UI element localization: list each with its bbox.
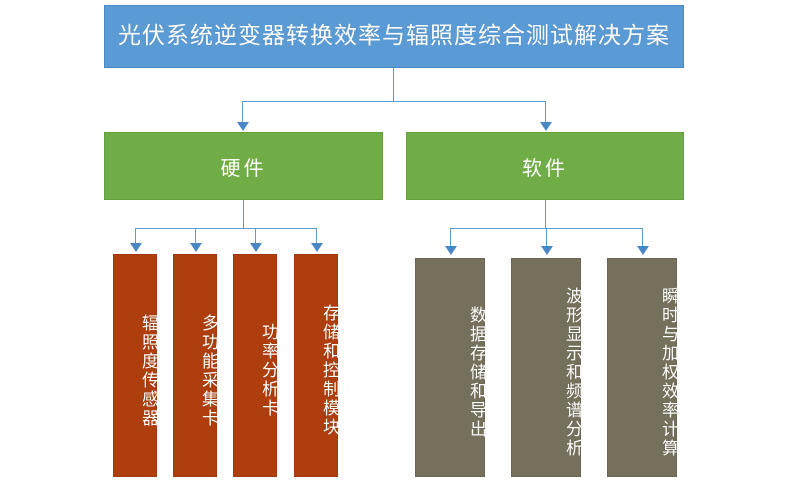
connector-hardware-stem	[243, 200, 244, 228]
connector-software-drop-0	[450, 228, 451, 247]
connector-hardware-drop-0	[135, 228, 136, 244]
connector-to-hardware	[242, 101, 243, 123]
arrow-software-0	[445, 246, 457, 255]
arrow-to-software	[540, 122, 552, 131]
arrow-software-1	[541, 246, 553, 255]
arrow-to-hardware	[237, 122, 249, 131]
branch-box-software: 软件	[406, 132, 684, 200]
connector-title-stem	[393, 68, 394, 101]
diagram-title-box: 光伏系统逆变器转换效率与辐照度综合测试解决方案	[104, 5, 684, 68]
leaf-box-hardware-0: 辐照度传感器	[113, 254, 158, 477]
arrow-hardware-2	[250, 243, 262, 252]
branch-box-hardware: 硬件	[104, 132, 383, 200]
leaf-box-software-0: 数据存储和导出	[415, 258, 486, 477]
connector-level1-bus	[242, 101, 545, 102]
arrow-hardware-3	[311, 243, 323, 252]
connector-software-drop-1	[546, 228, 547, 247]
connector-software-stem	[545, 200, 546, 228]
arrow-hardware-0	[130, 243, 142, 252]
leaf-box-hardware-3: 存储和控制模块	[294, 254, 339, 477]
connector-to-software	[545, 101, 546, 123]
arrow-hardware-1	[190, 243, 202, 252]
connector-hardware-bus	[135, 228, 316, 229]
connector-hardware-drop-2	[255, 228, 256, 244]
connector-hardware-drop-1	[195, 228, 196, 244]
connector-hardware-drop-3	[316, 228, 317, 244]
arrow-software-2	[637, 246, 649, 255]
connector-software-drop-2	[642, 228, 643, 247]
leaf-box-hardware-1: 多功能采集卡	[173, 254, 218, 477]
leaf-box-hardware-2: 功率分析卡	[233, 254, 278, 477]
leaf-box-software-2: 瞬时与加权效率计算	[607, 258, 678, 477]
leaf-box-software-1: 波形显示和频谱分析	[511, 258, 582, 477]
